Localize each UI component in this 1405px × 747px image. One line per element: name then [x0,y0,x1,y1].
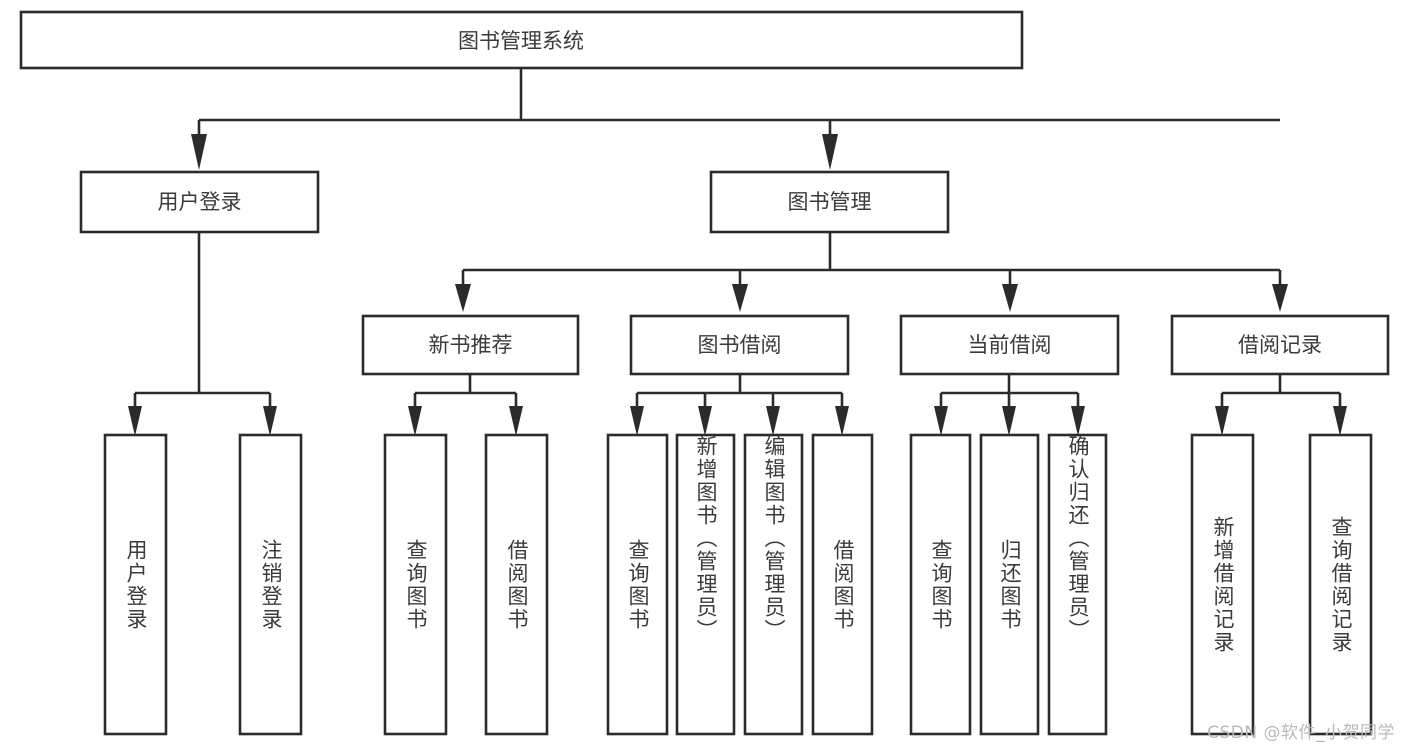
leaf-box-logout-login[interactable] [238,433,303,736]
connector-currentborrow-to-leaves [934,374,1085,436]
arrow-head-icon [1002,406,1016,436]
leaf-box-borrow-book[interactable] [811,433,874,736]
node-root-label: 图书管理系统 [458,29,584,53]
arrow-head-icon [408,406,422,436]
node-book-borrow[interactable]: 图书借阅 [629,314,850,376]
leaf-box-return-book[interactable] [979,433,1040,736]
arrow-head-icon [822,134,838,170]
leaf-box-query-book-rec[interactable] [383,433,448,736]
node-root-box[interactable] [19,10,1024,70]
connector-userlogin-to-leaves [128,232,277,436]
leaf-box-user-login[interactable] [103,433,168,736]
leaf-box-query-book-current[interactable] [909,433,972,736]
arrow-head-icon [1333,406,1347,436]
arrow-head-icon [630,406,644,436]
arrow-head-icon [934,406,948,436]
arrow-head-icon [263,406,277,436]
node-new-book-recommend[interactable]: 新书推荐 [361,314,580,376]
arrow-head-icon [1272,284,1288,312]
leaf-box-add-borrow-record[interactable] [1190,433,1255,736]
node-new-book-recommend-box[interactable] [361,314,580,376]
leaf-box-edit-book-admin[interactable] [743,433,804,736]
arrow-head-icon [1215,406,1229,436]
node-current-borrow-label: 当前借阅 [968,333,1052,357]
connector-bookmgmt-to-level3 [455,232,1288,312]
arrow-head-icon [1071,406,1085,436]
node-current-borrow[interactable]: 当前借阅 [899,314,1120,376]
connector-newbook-to-leaves [408,374,523,436]
leaf-box-confirm-return-admin[interactable] [1047,433,1108,736]
arrow-head-icon [1002,284,1018,312]
leaf-box-query-book-borrow[interactable] [606,433,669,736]
node-new-book-recommend-label: 新书推荐 [429,333,513,357]
arrow-head-icon [509,406,523,436]
node-user-login[interactable]: 用户登录 [79,170,320,234]
node-book-management-label: 图书管理 [788,190,872,214]
node-root[interactable]: 图书管理系统 [19,10,1024,70]
connector-bookborrow-to-leaves [630,374,849,436]
leaf-box-add-book-admin[interactable] [675,433,736,736]
node-book-management[interactable]: 图书管理 [709,170,950,234]
arrow-head-icon [732,284,748,312]
connector-borrowrecord-to-leaves [1215,374,1347,436]
arrow-head-icon [698,406,712,436]
leaf-box-query-borrow-record[interactable] [1308,433,1373,736]
node-user-login-label: 用户登录 [158,190,242,214]
arrow-head-icon [455,284,471,312]
arrow-head-icon [191,134,207,170]
node-user-login-box[interactable] [79,170,320,234]
csdn-watermark: CSDN @软件_小贺同学 [1207,723,1395,743]
leaf-box-borrow-book-rec[interactable] [484,433,549,736]
connector-root-to-level2 [191,68,1280,170]
arrow-head-icon [128,406,142,436]
node-current-borrow-box[interactable] [899,314,1120,376]
node-borrow-record-label: 借阅记录 [1238,333,1322,357]
node-book-borrow-label: 图书借阅 [698,333,782,357]
arrow-head-icon [835,406,849,436]
node-borrow-record[interactable]: 借阅记录 [1170,314,1390,376]
arrow-head-icon [766,406,780,436]
